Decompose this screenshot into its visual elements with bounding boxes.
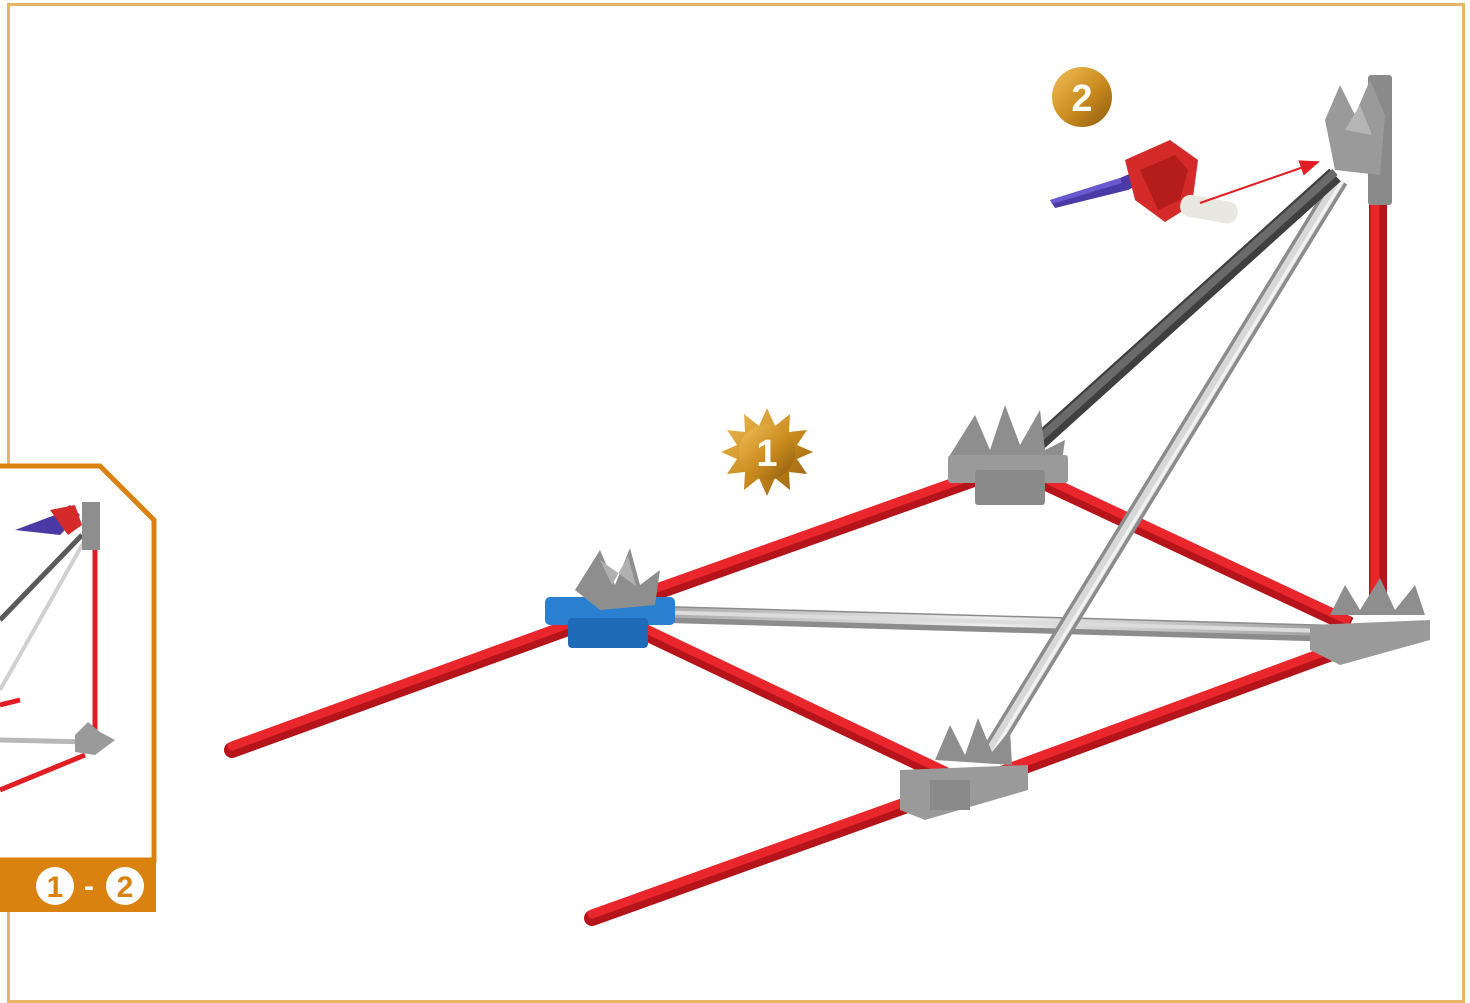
step-2-number: 2: [1071, 78, 1092, 120]
rods: [224, 168, 1387, 926]
step-1-number: 1: [756, 433, 777, 475]
step-range-label: 1 - 2: [0, 860, 156, 912]
step-1-badge: 1: [721, 408, 813, 496]
exploded-parts: [1050, 140, 1320, 224]
connector-left-hub: [545, 548, 675, 648]
inset-panel: [0, 463, 157, 863]
range-separator: -: [84, 870, 94, 903]
connector-right-hub: [1310, 578, 1430, 665]
range-start-number: 1: [47, 871, 64, 904]
placement-arrow: [1199, 160, 1320, 204]
connector-bottom-hub: [900, 718, 1028, 820]
assembly-diagram: 1 2: [0, 67, 1430, 926]
circle-badge-icon: [1052, 67, 1112, 127]
step-2-badge: 2: [1052, 67, 1112, 127]
connector-top-right: [1325, 75, 1392, 205]
connector-top-hub: [948, 405, 1068, 505]
range-end-number: 2: [117, 871, 134, 904]
white-spacer-piece: [1180, 194, 1238, 224]
